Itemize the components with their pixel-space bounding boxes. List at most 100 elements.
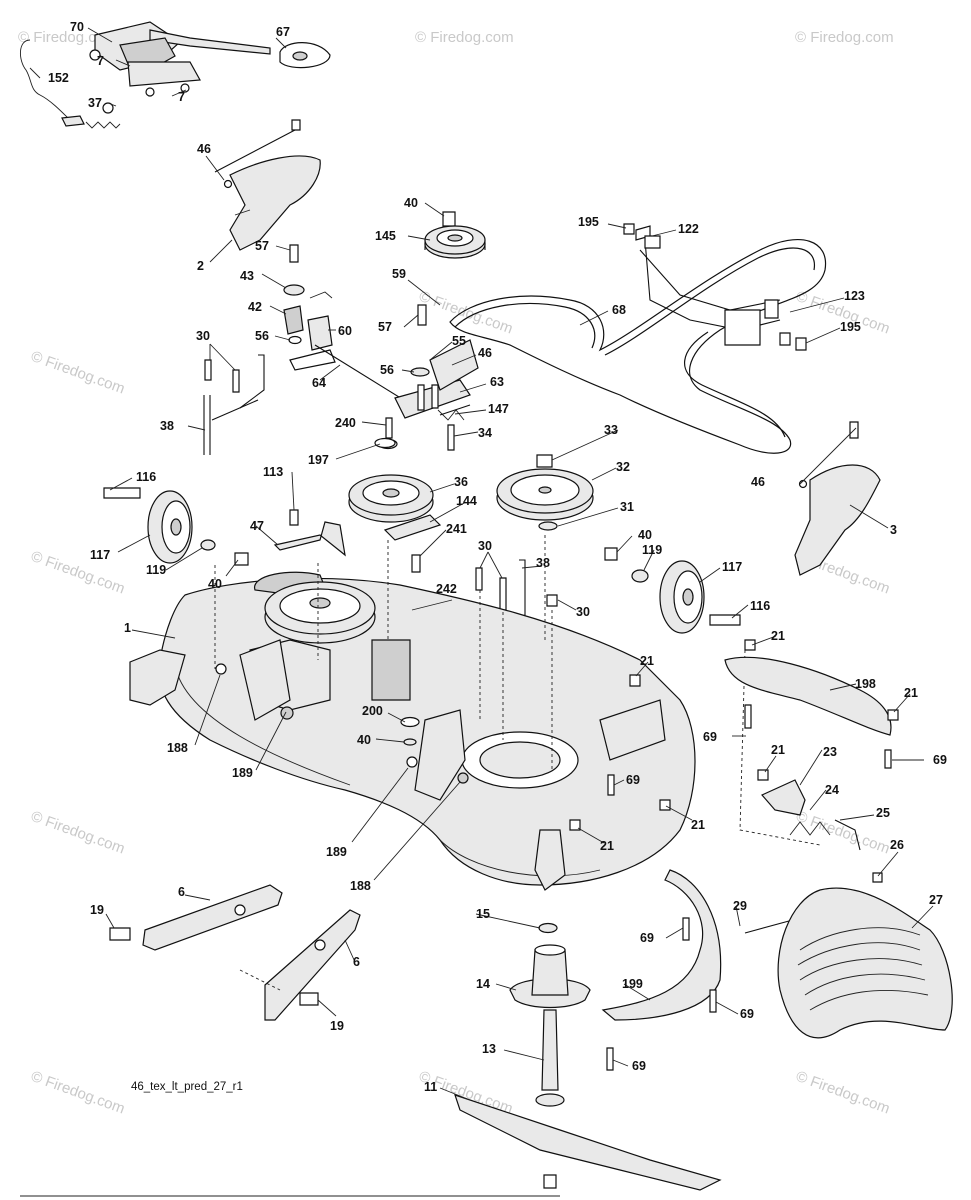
callout-label: 60 <box>338 324 352 338</box>
callout-label: 67 <box>276 25 290 39</box>
callout-label: 6 <box>178 885 185 899</box>
callout-label: 7 <box>97 54 104 68</box>
callout-label: 46 <box>197 142 211 156</box>
callout-label: 6 <box>353 955 360 969</box>
drawing-id: 46_tex_lt_pred_27_r1 <box>131 1081 243 1093</box>
watermark: © Firedog.com <box>415 29 514 46</box>
callout-label: 119 <box>642 543 662 557</box>
drive-belt-and-bracket <box>449 223 827 454</box>
watermark: © Firedog.com <box>794 1068 892 1118</box>
callout-label: 23 <box>823 745 837 759</box>
callout-label: 38 <box>536 556 550 570</box>
callout-label: 30 <box>196 329 210 343</box>
callout-label: 69 <box>740 1007 754 1021</box>
callout-label: 119 <box>146 563 166 577</box>
callout-label: 195 <box>578 215 599 229</box>
callout-label: 197 <box>308 453 329 467</box>
callout-label: 147 <box>488 402 509 416</box>
watermark: © Firedog.com <box>29 348 127 398</box>
callout-label: 188 <box>350 879 371 893</box>
callout-label: 70 <box>70 20 84 34</box>
belt-guard-left <box>214 119 321 251</box>
callout-label: 56 <box>380 363 394 377</box>
callout-label: 64 <box>312 376 326 390</box>
callout-label: 11 <box>424 1080 437 1094</box>
callout-label: 144 <box>456 494 477 508</box>
callout-label: 13 <box>482 1042 496 1056</box>
callout-label: 69 <box>632 1059 646 1073</box>
callout-labels: 70 67 7 7 152 37 46 2 57 43 42 56 60 30 … <box>48 20 947 1094</box>
callout-label: 34 <box>478 426 492 440</box>
callout-label: 188 <box>167 741 188 755</box>
watermark: © Firedog.com <box>18 29 117 46</box>
callout-label: 1 <box>124 621 131 635</box>
callout-label: 189 <box>232 766 253 780</box>
callout-label: 21 <box>904 686 918 700</box>
callout-label: 46 <box>751 475 765 489</box>
blade-adapters-6-bolts-19 <box>109 884 361 1021</box>
callout-label: 32 <box>616 460 630 474</box>
callout-label: 152 <box>48 71 69 85</box>
watermark: © Firedog.com <box>29 808 127 858</box>
callout-label: 195 <box>840 320 861 334</box>
callout-label: 199 <box>622 977 643 991</box>
callout-label: 69 <box>640 931 654 945</box>
leader-lines <box>29 27 934 1101</box>
callout-label: 15 <box>476 907 490 921</box>
gauge-wheel-right <box>604 547 741 634</box>
callout-label: 36 <box>454 475 468 489</box>
callout-label: 56 <box>255 329 269 343</box>
callout-label: 19 <box>90 903 104 917</box>
spindle-and-blade <box>454 922 722 1191</box>
callout-label: 25 <box>876 806 890 820</box>
callout-label: 38 <box>160 419 174 433</box>
callout-label: 57 <box>255 239 269 253</box>
callout-label: 30 <box>576 605 590 619</box>
callout-label: 40 <box>208 577 222 591</box>
callout-label: 21 <box>771 743 785 757</box>
mower-deck-shell <box>129 535 821 891</box>
callout-label: 55 <box>452 334 466 348</box>
callout-label: 116 <box>750 599 770 613</box>
callout-label: 69 <box>933 753 947 767</box>
callout-label: 69 <box>703 730 717 744</box>
belt-guard-right <box>794 421 881 576</box>
callout-label: 47 <box>250 519 264 533</box>
watermark: © Firedog.com <box>795 29 894 46</box>
callout-label: 123 <box>844 289 865 303</box>
callout-label: 7 <box>178 90 185 104</box>
callout-label: 145 <box>375 229 396 243</box>
lift-lever-assembly <box>20 21 331 129</box>
callout-label: 198 <box>855 677 876 691</box>
callout-label: 69 <box>626 773 640 787</box>
watermark: © Firedog.com <box>29 1068 127 1118</box>
callout-label: 24 <box>825 783 839 797</box>
watermark: © Firedog.com <box>417 288 515 338</box>
callout-label: 189 <box>326 845 347 859</box>
callout-label: 40 <box>357 733 371 747</box>
callout-label: 3 <box>890 523 897 537</box>
gauge-wheel-left <box>103 487 249 566</box>
callout-label: 2 <box>197 259 204 273</box>
callout-label: 240 <box>335 416 356 430</box>
callout-label: 117 <box>90 548 110 562</box>
callout-label: 31 <box>620 500 634 514</box>
pulleys-32-36 <box>348 437 594 541</box>
baffle-198 <box>724 639 899 769</box>
discharge-chute-27 <box>777 887 953 1039</box>
callout-label: 21 <box>771 629 785 643</box>
callout-label: 113 <box>263 465 283 479</box>
callout-label: 29 <box>733 899 747 913</box>
callout-label: 26 <box>890 838 904 852</box>
idler-arm-components <box>283 244 479 451</box>
callout-label: 21 <box>691 818 705 832</box>
callout-label: 46 <box>478 346 492 360</box>
callout-label: 27 <box>929 893 943 907</box>
callout-label: 40 <box>638 528 652 542</box>
callout-label: 40 <box>404 196 418 210</box>
callout-label: 42 <box>248 300 262 314</box>
watermark: © Firedog.com <box>29 548 127 598</box>
callout-label: 30 <box>478 539 492 553</box>
callout-label: 43 <box>240 269 254 283</box>
